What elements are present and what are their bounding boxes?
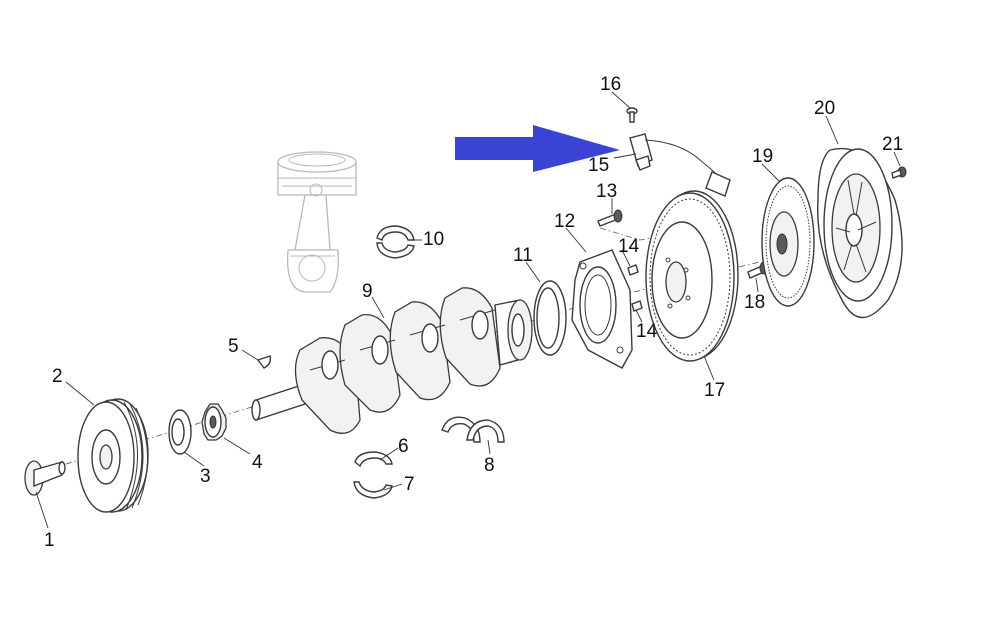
thrust-washer-icon (168, 409, 192, 455)
callout-6: 6 (398, 436, 409, 457)
piston-conrod-ghost-icon (277, 151, 357, 293)
crankshaft-pulley-icon (77, 398, 149, 513)
pulley-bolt-icon (24, 460, 66, 496)
clutch-disc-icon (761, 177, 815, 307)
callout-10: 10 (423, 229, 444, 250)
callout-5: 5 (228, 336, 239, 357)
conrod-bearing-shells-icon (376, 225, 415, 259)
callout-13: 13 (596, 181, 617, 202)
callout-3: 3 (200, 466, 211, 487)
callout-15: 15 (588, 155, 609, 176)
callout-20: 20 (814, 98, 835, 119)
callout-17: 17 (704, 380, 725, 401)
main-bearing-shell-upper-icon (354, 451, 393, 468)
flywheel-icon (645, 190, 739, 362)
rear-oil-seal-icon (533, 280, 567, 356)
callout-14b: 14 (636, 321, 658, 342)
woodruff-key-icon (256, 355, 272, 369)
callout-21: 21 (882, 134, 903, 155)
main-bearing-shell-lower-icon (353, 481, 393, 499)
callout-4: 4 (252, 452, 263, 473)
callout-16: 16 (600, 74, 621, 95)
crankshaft-position-sensor-icon (629, 133, 731, 197)
thrust-half-washers-icon (441, 416, 505, 443)
timing-gear-icon (201, 403, 227, 441)
pressure-plate-bolt-icon (891, 166, 907, 179)
callout-9: 9 (362, 281, 373, 302)
callout-1: 1 (44, 530, 55, 551)
callout-12: 12 (554, 211, 575, 232)
callout-2: 2 (52, 366, 63, 387)
seal-flange-housing-icon (571, 249, 633, 369)
callout-11: 11 (513, 245, 533, 266)
callout-19: 19 (752, 146, 773, 167)
callout-7: 7 (404, 474, 415, 495)
clutch-pressure-plate-icon (817, 148, 903, 318)
highlight-arrow-icon (455, 125, 620, 172)
crankshaft-icon (251, 287, 533, 434)
leader-lines (35, 91, 901, 529)
callout-8: 8 (484, 455, 495, 476)
sensor-screw-icon (626, 107, 638, 123)
dowel-pins-icon (627, 264, 643, 312)
callout-18: 18 (744, 292, 765, 313)
callout-14a: 14 (618, 236, 640, 257)
flange-screw-icon (597, 209, 623, 227)
